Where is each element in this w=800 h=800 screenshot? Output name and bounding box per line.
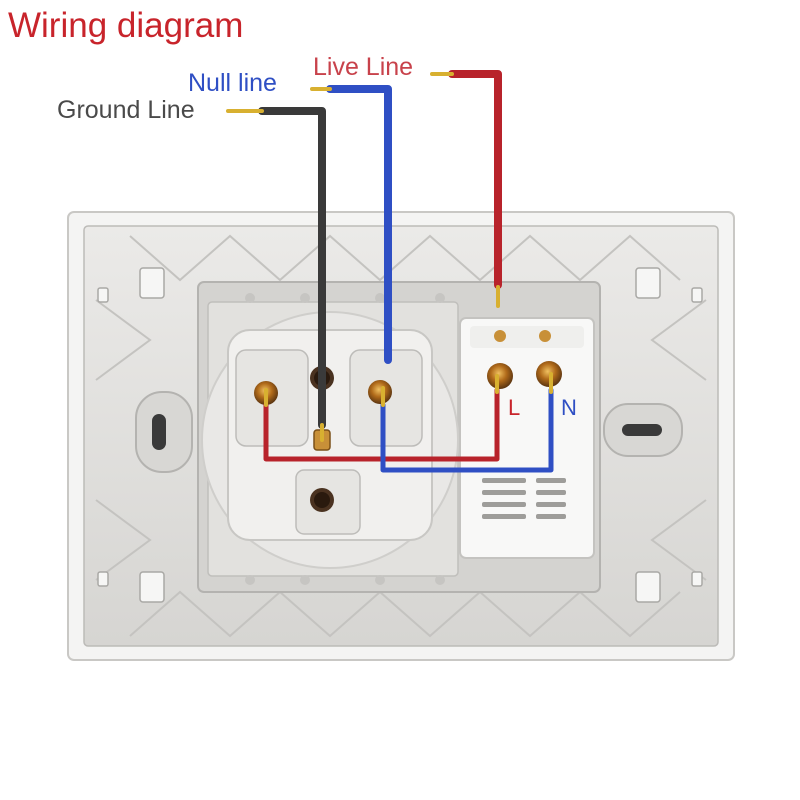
terminal-l-label: L	[508, 395, 521, 420]
null-jumper-wire	[380, 387, 554, 473]
usb-module	[459, 317, 595, 559]
ground-wire	[258, 107, 326, 429]
terminal-n-label: N	[561, 395, 577, 420]
copper-wire-ends	[226, 72, 553, 442]
diagram-title: Wiring diagram	[8, 6, 244, 45]
module-vent-slots	[482, 478, 566, 519]
socket-right-terminal-screw	[368, 380, 392, 404]
null-line-label: Null line	[188, 69, 277, 97]
mounting-slot-left	[135, 391, 193, 473]
frame-ribs	[95, 234, 707, 638]
live-wire	[448, 70, 502, 289]
module-l-terminal-screw	[487, 363, 513, 389]
null-wire	[326, 85, 392, 364]
corner-clips	[97, 267, 703, 603]
wires	[258, 70, 554, 473]
ground-line-label: Ground Line	[57, 96, 195, 124]
mounting-slot-right	[603, 403, 683, 457]
live-line-label: Live Line	[313, 53, 414, 81]
